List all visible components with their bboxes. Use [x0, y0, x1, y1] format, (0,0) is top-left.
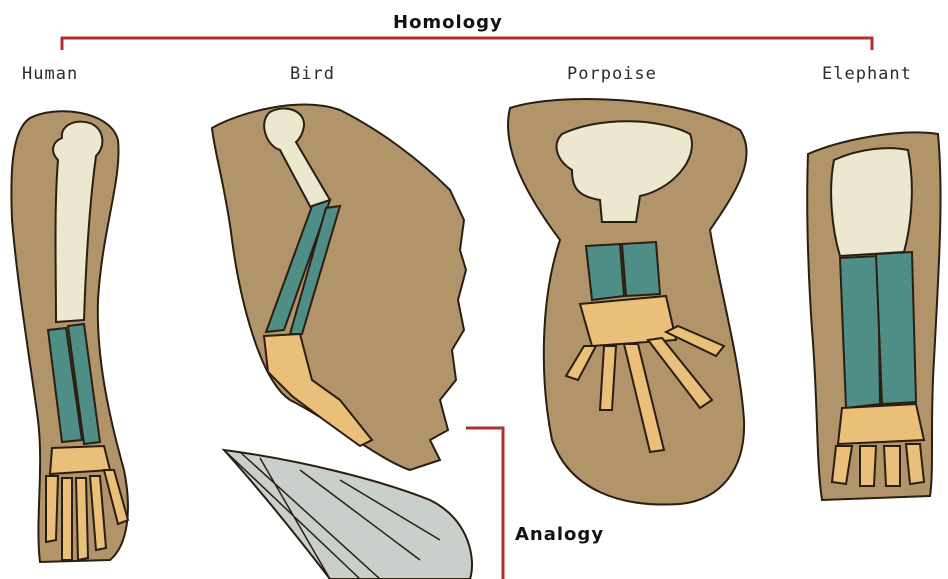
porpoise-flipper-icon — [508, 99, 747, 505]
elephant-label: Elephant — [822, 64, 912, 84]
analogy-title: Analogy — [515, 524, 604, 545]
elephant-leg-icon — [807, 132, 940, 500]
human-arm-icon — [11, 111, 128, 562]
homology-bracket — [62, 38, 872, 50]
homology-title: Homology — [393, 12, 503, 33]
bird-label: Bird — [290, 64, 335, 84]
bird-wing-icon — [212, 105, 466, 470]
insect-wing-icon — [224, 450, 472, 579]
porpoise-label: Porpoise — [567, 64, 657, 84]
human-label: Human — [22, 64, 78, 84]
